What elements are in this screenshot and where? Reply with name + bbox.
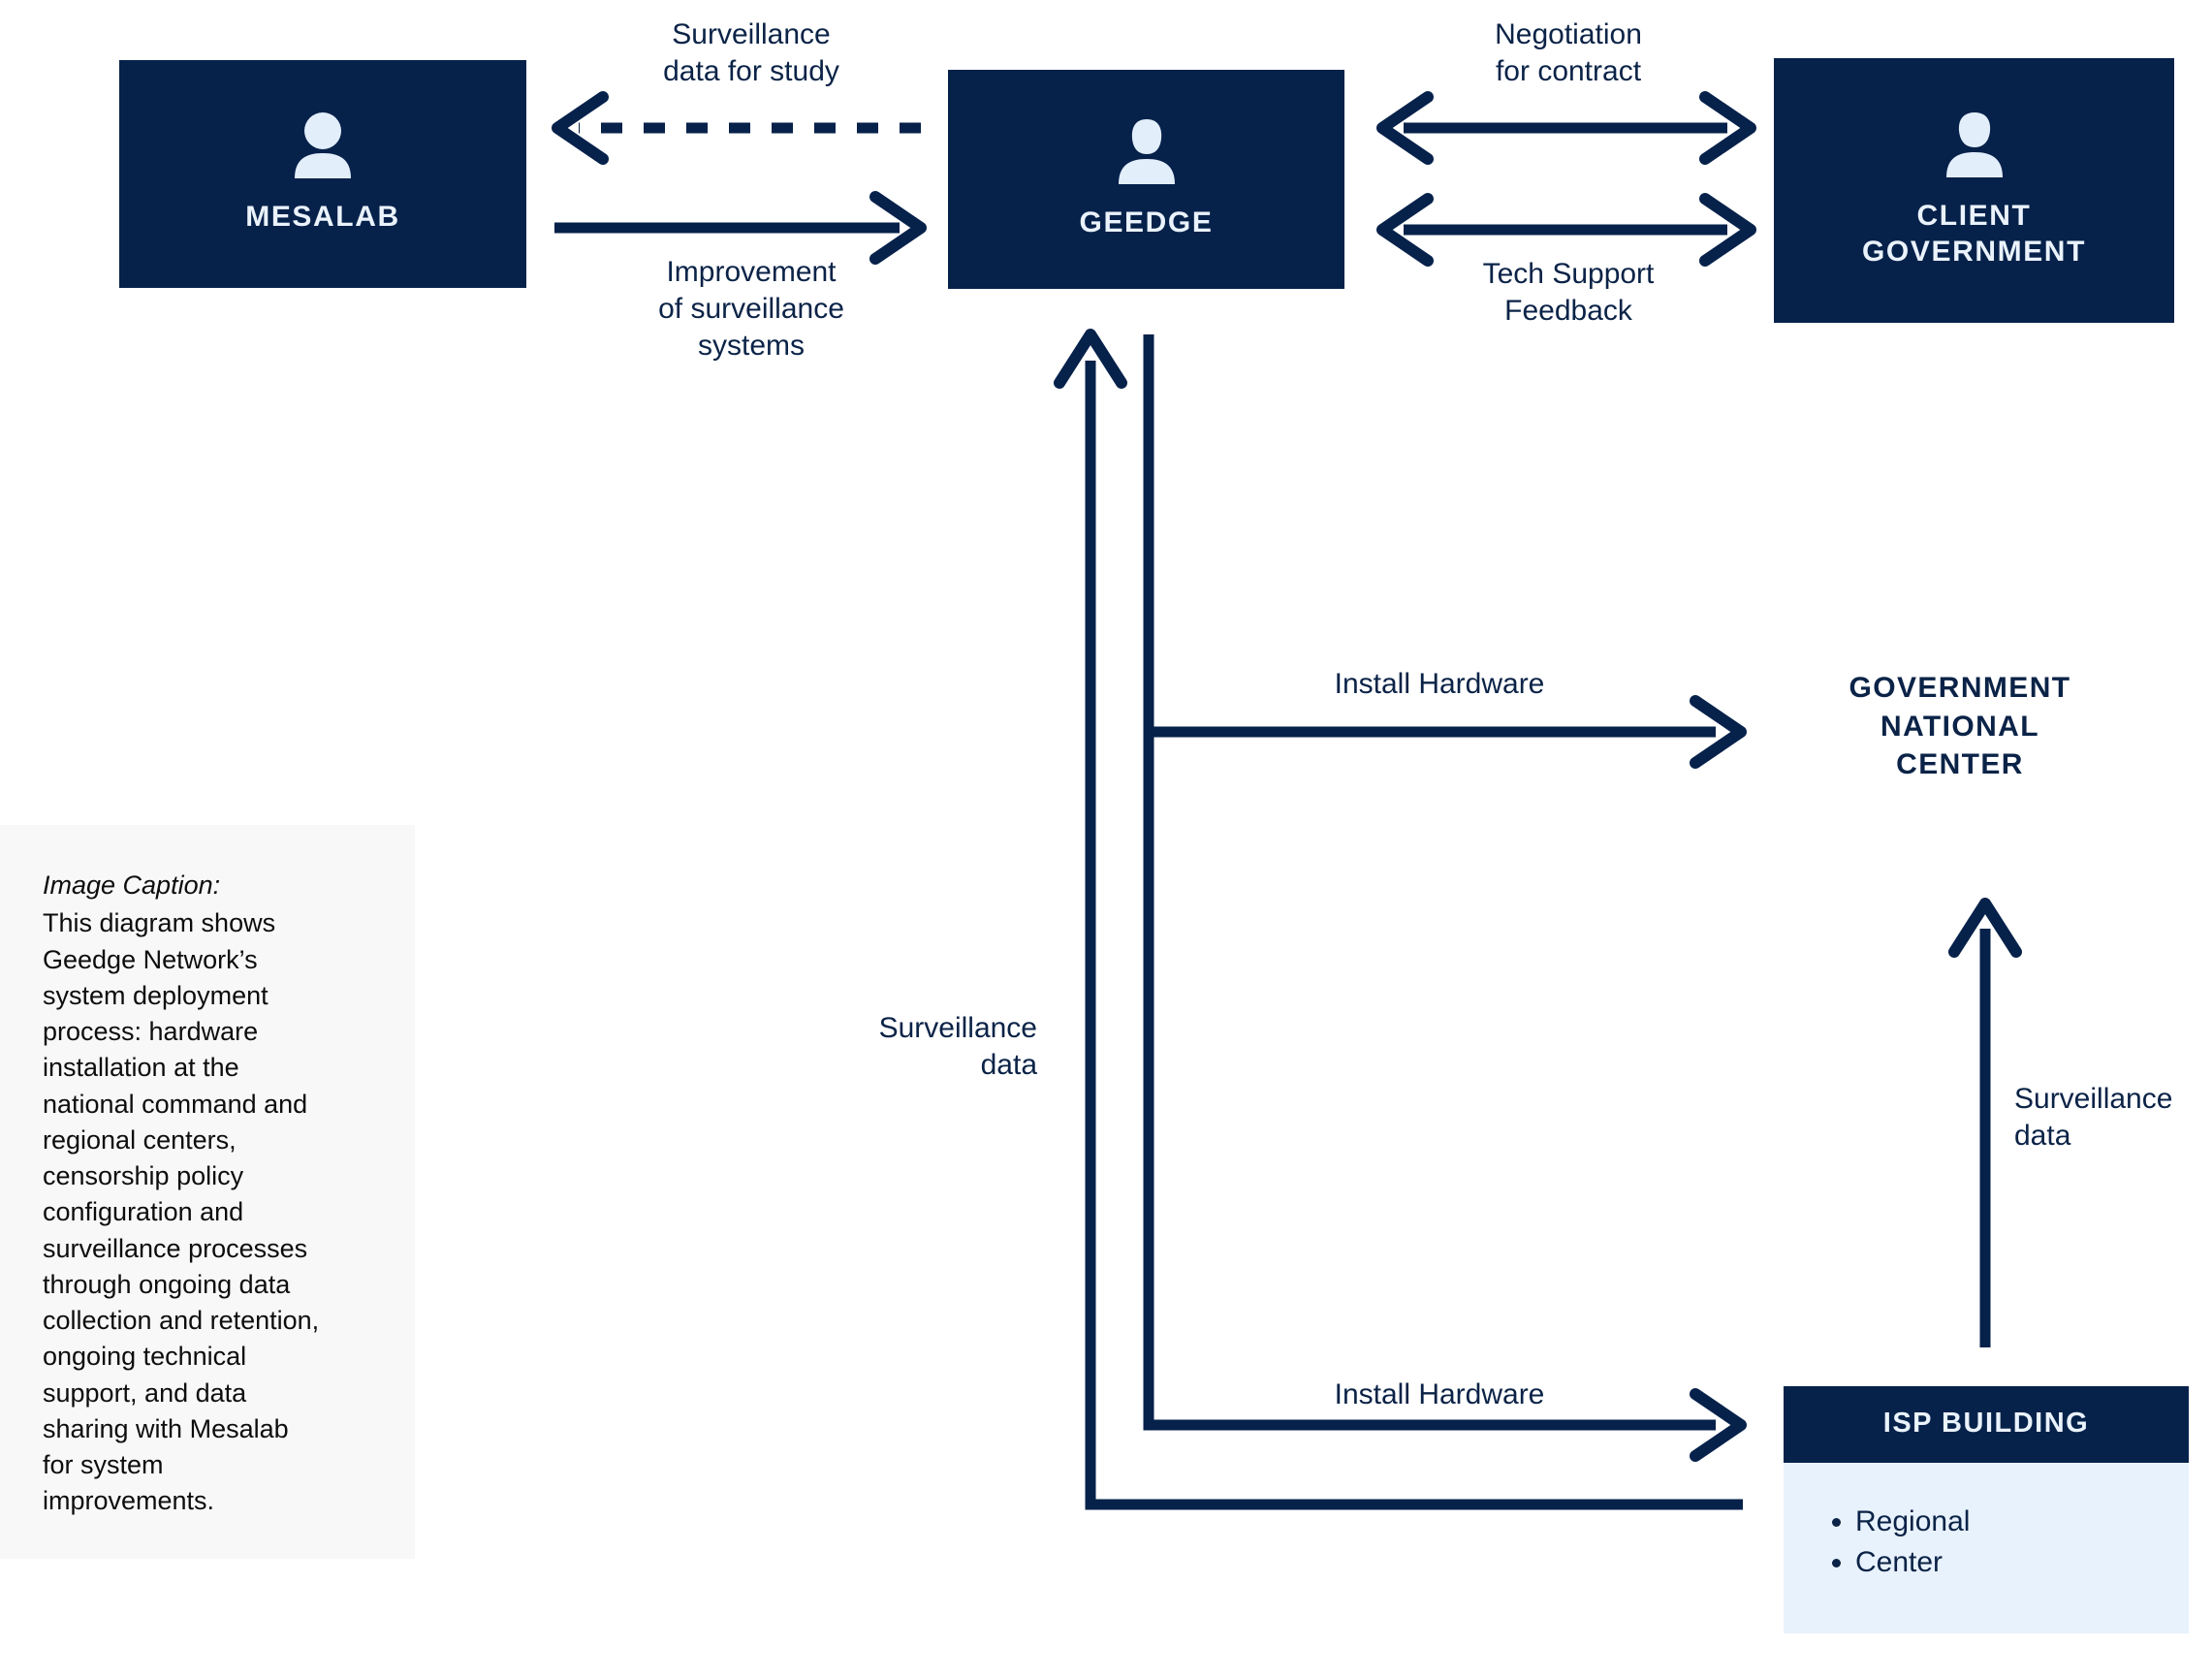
node-client-government[interactable]: CLIENT GOVERNMENT <box>1774 58 2174 323</box>
node-government-national-center-label: GOVERNMENT NATIONAL CENTER <box>1849 672 2071 781</box>
list-item: Center <box>1855 1542 2189 1583</box>
caption-title: Image Caption: <box>43 871 221 900</box>
person-icon <box>1944 111 2005 182</box>
node-government-national-center[interactable]: GOVERNMENT NATIONAL CENTER <box>1805 669 2115 784</box>
isp-building-body: Regional Center <box>1784 1463 2189 1633</box>
person-icon <box>1117 118 1177 189</box>
edge-tech-support-feedback <box>1376 193 1756 267</box>
edge-install-hardware-isp <box>1143 732 1747 1462</box>
edge-surveillance-data-national <box>1948 898 2022 1347</box>
edge-surveillance-data-for-study <box>552 91 921 165</box>
person-icon <box>293 112 353 183</box>
edge-label-tech-support-feedback: Tech Support Feedback <box>1482 258 1655 327</box>
edge-negotiation-for-contract <box>1376 91 1756 165</box>
node-isp-building[interactable]: ISP BUILDING Regional Center <box>1784 1386 2189 1633</box>
isp-building-title: ISP BUILDING <box>1784 1386 2189 1463</box>
edge-surveillance-data-geedge <box>1054 329 1743 1510</box>
edge-label-improvement-of-surveillance-systems: Improvement of surveillance systems <box>658 256 844 362</box>
node-geedge[interactable]: GEEDGE <box>948 70 1344 289</box>
edge-label-install-hardware-national: Install Hardware <box>1334 668 1545 700</box>
edge-label-surveillance-data-geedge: Surveillance data <box>878 1012 1037 1081</box>
edge-label-surveillance-data-for-study: Surveillance data for study <box>663 18 839 87</box>
node-client-government-label: CLIENT GOVERNMENT <box>1861 199 2086 269</box>
edge-label-install-hardware-isp: Install Hardware <box>1334 1378 1545 1410</box>
list-item: Regional <box>1855 1502 2189 1542</box>
caption-body: This diagram shows Geedge Network’s syst… <box>43 908 320 1516</box>
caption-panel: Image Caption: This diagram shows Geedge… <box>0 825 415 1559</box>
edge-label-negotiation-for-contract: Negotiation for contract <box>1495 18 1642 87</box>
node-mesalab-label: MESALAB <box>245 201 400 234</box>
node-mesalab[interactable]: MESALAB <box>119 60 526 288</box>
isp-building-list: Regional Center <box>1826 1502 2189 1583</box>
node-geedge-label: GEEDGE <box>1079 206 1214 238</box>
edge-improvement-of-surveillance-systems <box>554 191 927 265</box>
edge-label-surveillance-data-national: Surveillance data <box>2014 1083 2173 1152</box>
